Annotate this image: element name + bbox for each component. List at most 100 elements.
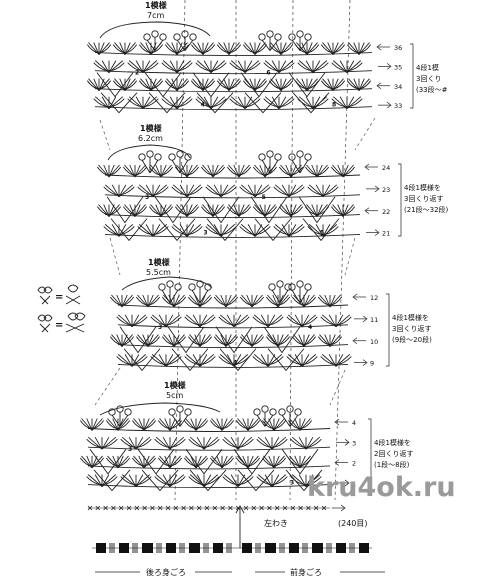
tr-stitch [303,334,315,347]
tr-stitch [221,418,228,431]
tr-stitch [172,224,188,237]
arrow-head [334,459,340,466]
tr-stitch [288,184,297,198]
v-fan [219,348,257,372]
tr-stitch [114,42,126,55]
tr-stitch [138,455,145,469]
tr-stitch [271,96,280,109]
tr-stitch [299,418,311,431]
tr-stitch [301,314,317,328]
tr-stitch [164,418,171,431]
tr-stitch [287,314,303,328]
tr-stitch [179,224,188,237]
tr-stitch [199,354,215,367]
picot [184,408,192,416]
v-fan [196,92,234,114]
tr-stitch [210,96,219,109]
tr-stitch [228,42,240,55]
picot [274,33,282,41]
picot [261,405,269,413]
tr-stitch [129,164,136,178]
tr-stitch [169,474,185,487]
repeat-brackets [99,21,221,416]
foundation-chain-row [87,504,346,512]
cluster-stem [184,39,194,51]
tr-stitch [277,294,284,308]
tr-stitch [329,294,336,308]
tr-stitch [358,42,370,55]
legend-equals-1: = [55,292,63,303]
chain-x-mark [126,505,132,511]
tr-stitch [271,474,280,487]
tr-stitch [253,354,269,367]
chain-row [94,88,373,93]
tr-stitch [339,96,348,109]
v-fan [171,348,209,372]
tr-stitch [121,436,137,450]
tr-stitch [254,78,261,91]
tr-stitch [273,455,285,469]
tr-stitch [335,314,344,328]
tr-stitch [223,474,239,487]
tr-stitch [238,164,245,178]
v-fan [100,92,138,114]
row-number: 11 [370,316,378,324]
tr-stitch [152,184,168,198]
arrow-head [374,185,380,193]
tr-stitch [124,42,136,55]
tr-stitch [247,455,259,469]
v-fan [202,196,240,224]
chart-panel-rows-9-12: 344 [109,280,352,372]
tr-stitch [257,436,273,450]
inner-row-number: 3 [203,229,207,236]
tr-stitch [196,60,212,73]
tr-stitch [242,418,249,431]
v-fan [254,218,292,242]
tr-stitch [223,42,230,55]
cluster-stem [291,159,301,174]
tr-stitch [223,78,230,91]
chain-x-mark [243,505,249,511]
cluster-stem [289,414,299,427]
tr-stitch [272,294,279,308]
tr-stitch [228,42,235,55]
tr-stitch [226,314,235,328]
tr-stitch [176,42,183,55]
arrow-head [352,337,358,345]
tr-stitch [294,418,301,431]
picot [286,405,294,413]
tr-stitch [94,436,103,450]
tr-stitch [195,455,207,469]
tr-stitch [152,184,161,198]
chain-row [117,363,349,368]
tr-stitch [202,164,214,178]
tr-stitch [247,455,254,469]
tr-stitch [299,455,306,469]
tr-stitch [316,164,323,178]
inner-row-number: 4 [308,324,312,331]
note-line: 4段1模様を [404,183,441,192]
tr-stitch [112,418,119,431]
tr-stitch [160,164,172,178]
v-fan [96,72,134,98]
tr-stitch [165,314,174,328]
cluster-stem [279,289,289,304]
inner-row-number: 8 [332,102,336,109]
chain-row [87,446,331,451]
tr-stitch [206,184,222,198]
tr-stitch [228,164,240,178]
arrow-head [376,82,382,90]
tr-stitch [267,354,283,367]
tr-stitch [162,436,171,450]
tr-stitch [135,96,144,109]
pattern-notes: 4段1模3回くり(33段～#4段1模様を3回くり返す(21段～32段)4段1模様… [368,43,449,487]
chain-row [117,344,349,349]
cluster-stem [146,39,156,51]
cluster-stem [171,414,181,427]
tr-stitch [246,334,253,347]
tr-stitch [138,418,145,431]
row-number: 33 [394,102,402,110]
chain-x-mark [142,505,147,511]
picot [189,33,197,41]
